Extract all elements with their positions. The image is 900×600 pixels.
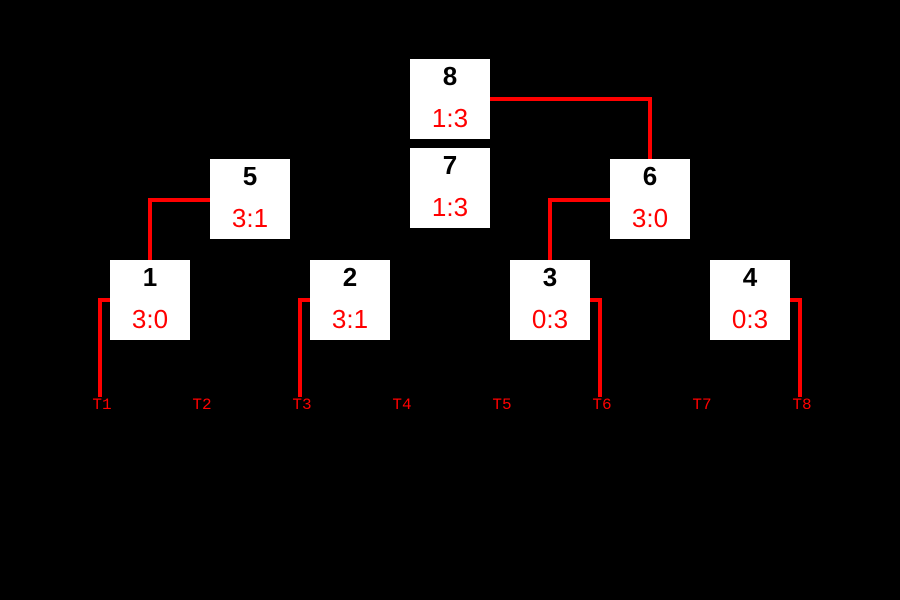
team-label-t5: T5	[492, 396, 512, 414]
connector-match3-to-team6-vertical	[598, 298, 602, 397]
connector-match4-to-team8-horizontal	[790, 298, 802, 302]
match-box-7: 7 1:3	[410, 148, 490, 228]
team-label-t8: T8	[792, 396, 812, 414]
connector-final-to-match6-horizontal	[490, 97, 652, 101]
match-number: 3	[542, 262, 558, 292]
team-label-t1: T1	[92, 396, 112, 414]
connector-match5-to-match1-vertical	[148, 198, 152, 260]
connector-match5-to-match1-horizontal	[148, 198, 210, 202]
match-score: 3:0	[631, 203, 669, 233]
match-number: 2	[342, 262, 358, 292]
match-number: 7	[442, 150, 458, 180]
match-box-6: 6 3:0	[610, 159, 690, 239]
connector-final-to-match6-vertical	[648, 97, 652, 159]
match-number: 1	[142, 262, 158, 292]
match-score: 3:0	[131, 304, 169, 334]
match-number: 8	[442, 61, 458, 91]
team-label-t7: T7	[692, 396, 712, 414]
match-box-3: 3 0:3	[510, 260, 590, 340]
connector-match1-to-team1-horizontal	[98, 298, 110, 302]
connector-match6-to-match3-horizontal	[548, 198, 610, 202]
connector-match2-to-team3-vertical	[298, 298, 302, 397]
match-number: 4	[742, 262, 758, 292]
match-score: 3:1	[231, 203, 269, 233]
match-box-8: 8 1:3	[410, 59, 490, 139]
match-box-5: 5 3:1	[210, 159, 290, 239]
connector-match3-to-team6-horizontal	[590, 298, 602, 302]
team-label-t6: T6	[592, 396, 612, 414]
team-label-t4: T4	[392, 396, 412, 414]
match-box-4: 4 0:3	[710, 260, 790, 340]
match-box-1: 1 3:0	[110, 260, 190, 340]
connector-match1-to-team1-vertical	[98, 298, 102, 397]
team-label-t2: T2	[192, 396, 212, 414]
match-score: 0:3	[731, 304, 769, 334]
match-score: 1:3	[431, 192, 469, 222]
connector-match4-to-team8-vertical	[798, 298, 802, 397]
match-score: 1:3	[431, 103, 469, 133]
team-label-t3: T3	[292, 396, 312, 414]
match-number: 6	[642, 161, 658, 191]
connector-match6-to-match3-vertical	[548, 198, 552, 260]
match-box-2: 2 3:1	[310, 260, 390, 340]
match-score: 3:1	[331, 304, 369, 334]
match-score: 0:3	[531, 304, 569, 334]
match-number: 5	[242, 161, 258, 191]
connector-match2-to-team3-horizontal	[298, 298, 310, 302]
